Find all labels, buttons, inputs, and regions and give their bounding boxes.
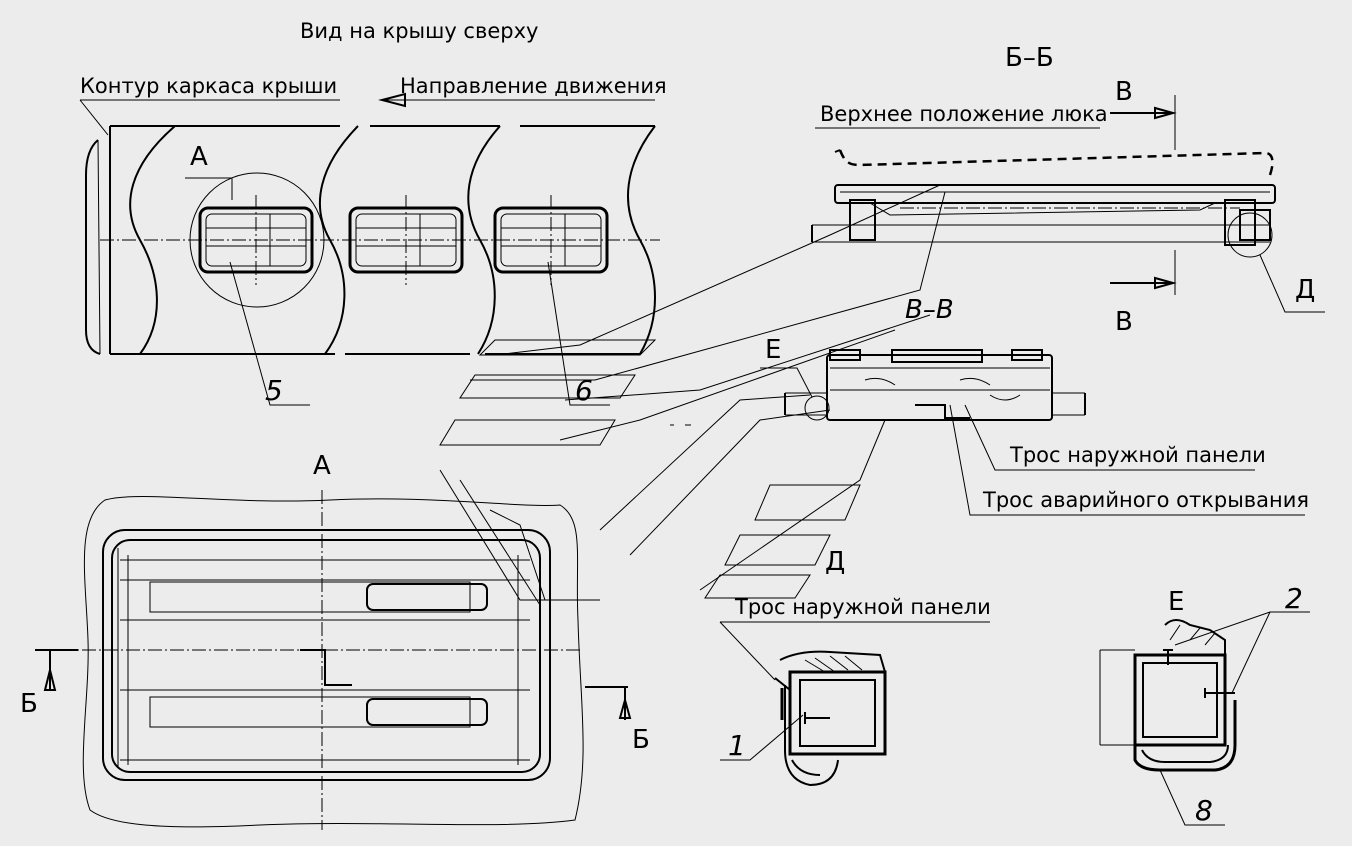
view-a-hatch xyxy=(35,490,632,830)
section-v-marker-bottom: В xyxy=(1115,307,1133,337)
section-bb-title: Б–Б xyxy=(1005,43,1054,73)
roof-hatch-2 xyxy=(348,195,464,285)
detail-d xyxy=(719,621,990,787)
roof-frame-contour-label: Контур каркаса крыши xyxy=(80,74,337,98)
detail-e-title: Е xyxy=(1168,587,1184,617)
roof-hatch-1 xyxy=(198,195,314,285)
projection-leaders xyxy=(439,184,946,606)
section-b-marker-left: Б xyxy=(20,689,38,719)
callout-2: 2 xyxy=(1285,582,1303,615)
upper-hatch-position-label: Верхнее положение люка xyxy=(820,102,1108,126)
callout-8: 8 xyxy=(1195,794,1213,827)
drawing-title: Вид на крышу сверху xyxy=(300,19,538,43)
callout-5: 5 xyxy=(265,374,283,407)
view-a-marker-big: А xyxy=(313,451,331,481)
callout-6: 6 xyxy=(575,374,593,407)
view-a-marker-small: А xyxy=(190,142,208,172)
section-v-marker-top: В xyxy=(1115,77,1133,107)
callout-1: 1 xyxy=(728,729,746,762)
emergency-opening-cable-label: Трос аварийного открывания xyxy=(982,488,1309,512)
outer-panel-cable-detail-label: Трос наружной панели xyxy=(734,595,991,619)
direction-of-travel-label: Направление движения xyxy=(400,74,667,98)
section-vv xyxy=(670,349,1305,516)
roof-hatch-3 xyxy=(493,195,609,285)
outer-panel-cable-label: Трос наружной панели xyxy=(1009,443,1266,467)
section-vv-title: В–В xyxy=(905,295,954,325)
detail-e xyxy=(1099,611,1310,826)
section-bb xyxy=(811,95,1325,313)
section-b-marker-right: Б xyxy=(632,725,650,755)
detail-d-reference: Д xyxy=(1295,275,1315,305)
detail-e-reference: Е xyxy=(765,335,781,365)
roof-top-view xyxy=(79,92,660,406)
annotations: Вид на крышу сверху Контур каркаса крыши… xyxy=(20,19,1315,827)
detail-d-title: Д xyxy=(825,547,845,577)
